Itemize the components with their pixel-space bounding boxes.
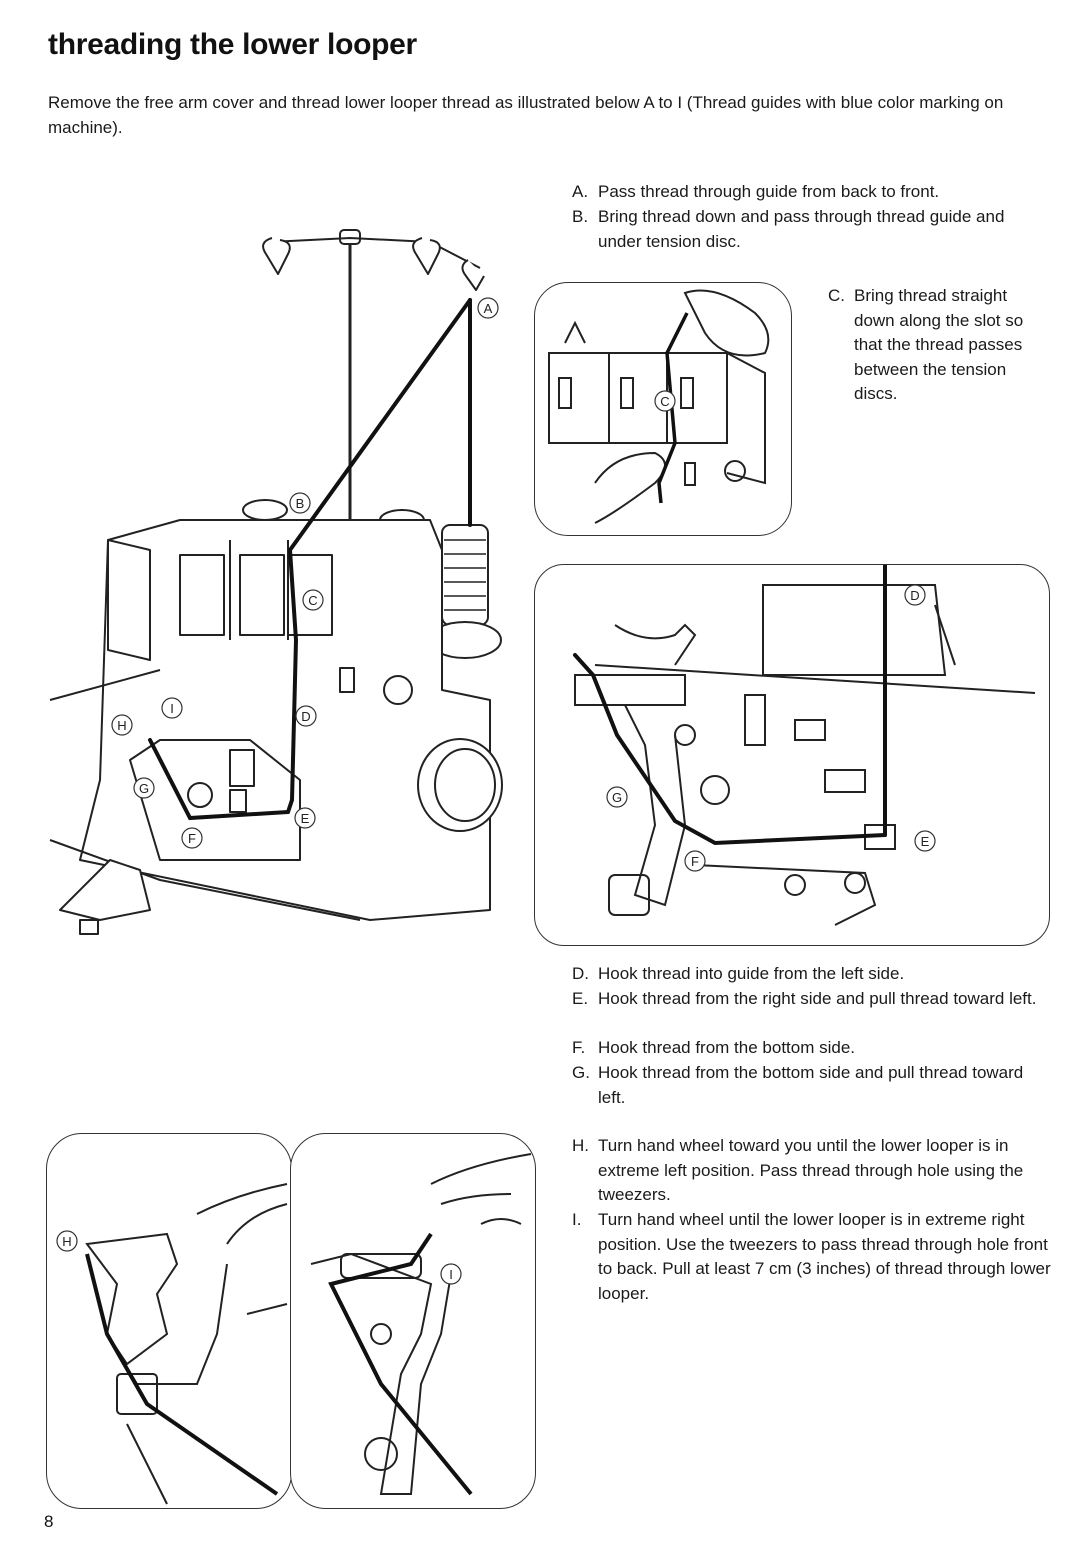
step-text: Hook thread from the bottom side.	[598, 1038, 856, 1057]
step-text: Turn hand wheel toward you until the low…	[598, 1136, 1024, 1204]
looper-right-closeup-panel: I	[290, 1133, 536, 1509]
step-letter: G.	[572, 1063, 590, 1082]
callout-c: C	[308, 593, 317, 608]
step-letter: A.	[572, 182, 589, 201]
step-letter: E.	[572, 989, 589, 1008]
step-text: Hook thread from the bottom side and pul…	[598, 1063, 1024, 1107]
step-letter: H.	[572, 1136, 589, 1155]
step-letter: B.	[572, 207, 589, 226]
step-text: Bring thread straight down along the slo…	[854, 286, 1024, 403]
looper-left-closeup: H	[56, 1183, 288, 1505]
step-letter: F.	[572, 1038, 586, 1057]
step-e: E. Hook thread from the right side and p…	[572, 987, 1042, 1012]
callout-f: F	[188, 831, 196, 846]
step-text: Bring thread down and pass through threa…	[598, 207, 1005, 251]
step-text: Hook thread into guide from the left sid…	[598, 964, 905, 983]
step-c: C. Bring thread straight down along the …	[828, 284, 1040, 407]
tension-disc-closeup: C	[548, 289, 770, 524]
callout-h: H	[117, 718, 126, 733]
callout-i: I	[170, 701, 174, 716]
step-i: I. Turn hand wheel until the lower loope…	[572, 1208, 1054, 1306]
step-text: Hook thread from the right side and pull…	[598, 989, 1037, 1008]
page-number: 8	[44, 1512, 54, 1531]
callout-h-detail: H	[62, 1234, 71, 1249]
thread-guides-closeup-panel: D E F G	[534, 564, 1050, 946]
step-b: B. Bring thread down and pass through th…	[572, 205, 1042, 254]
step-text: Turn hand wheel until the lower looper i…	[598, 1210, 1051, 1303]
callout-g-detail: G	[612, 790, 622, 805]
thread-guides-closeup: D E F G	[573, 565, 1036, 926]
step-h: H. Turn hand wheel toward you until the …	[572, 1134, 1054, 1208]
callout-g: G	[139, 781, 149, 796]
step-f: F. Hook thread from the bottom side.	[572, 1036, 1042, 1061]
step-d: D. Hook thread into guide from the left …	[572, 962, 1042, 987]
overlock-machine-illustration: A B C D E F G H I	[49, 229, 503, 935]
callout-d-detail: D	[910, 588, 919, 603]
step-text: Pass thread through guide from back to f…	[598, 182, 940, 201]
callout-i-detail: I	[449, 1267, 453, 1282]
callout-e: E	[301, 811, 310, 826]
step-a: A. Pass thread through guide from back t…	[572, 180, 1042, 205]
callout-e-detail: E	[921, 834, 930, 849]
callout-f-detail: F	[691, 854, 699, 869]
step-letter: C.	[828, 286, 845, 305]
step-letter: D.	[572, 964, 589, 983]
step-letter: I.	[572, 1210, 582, 1229]
page-title: threading the lower looper	[48, 28, 417, 61]
callout-d: D	[301, 709, 310, 724]
callout-a: A	[484, 301, 493, 316]
callout-c-detail: C	[660, 394, 669, 409]
looper-left-closeup-panel: H	[46, 1133, 292, 1509]
looper-right-closeup: I	[310, 1153, 532, 1496]
tension-disc-closeup-panel: C	[534, 282, 792, 536]
intro-paragraph: Remove the free arm cover and thread low…	[48, 93, 1004, 137]
step-g: G. Hook thread from the bottom side and …	[572, 1061, 1042, 1110]
callout-b: B	[296, 496, 305, 511]
